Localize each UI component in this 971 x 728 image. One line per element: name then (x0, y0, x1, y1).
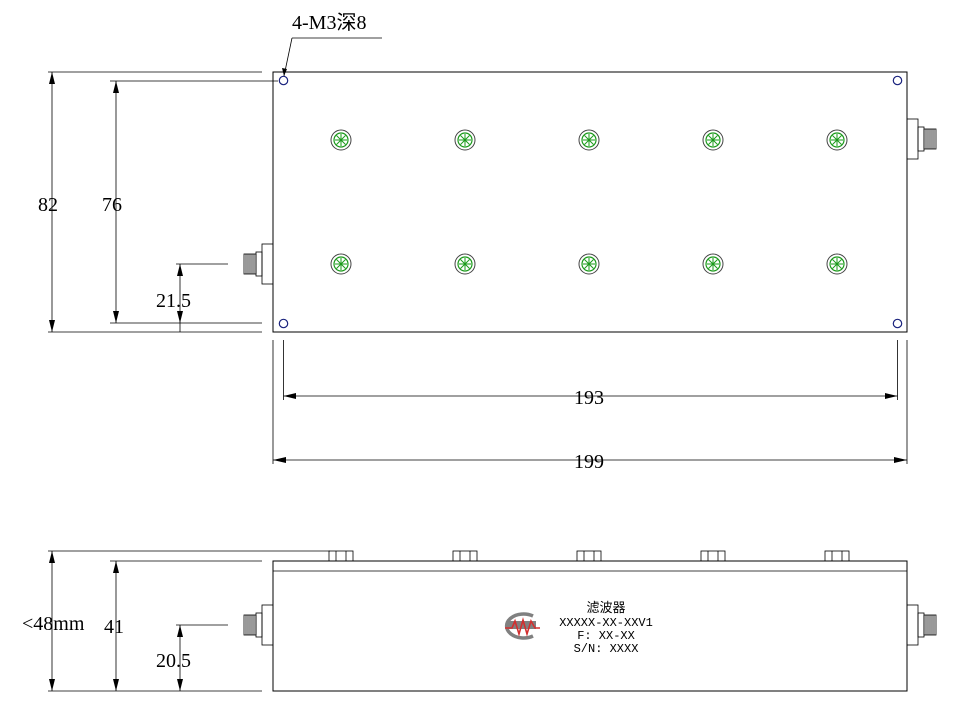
tuning-nut (824, 550, 850, 562)
dim-193-label: 193 (574, 387, 604, 409)
dim-199-label: 199 (574, 451, 604, 473)
side-view: 滤波器 XXXXX-XX-XXV1 F: XX-XX S/N: XXXX <48… (22, 550, 937, 692)
tuning-screw (330, 129, 352, 151)
sma-connector-right-side (906, 604, 937, 646)
tuning-screw (330, 253, 352, 275)
dim-21-5-label: 21.5 (156, 290, 191, 312)
tuning-nut (452, 550, 478, 562)
tuning-screw (702, 253, 724, 275)
dim-side-height-max: <48mm (22, 551, 85, 691)
tuning-screws (330, 129, 848, 275)
sma-connector-left (243, 243, 274, 285)
sma-connector-right (906, 118, 937, 160)
dim-hole-spacing: 193 (283, 387, 898, 409)
tuning-screw (826, 253, 848, 275)
tuning-nut (328, 550, 354, 562)
top-view: 4-M3深8 82 76 21.5 (38, 11, 937, 473)
tuning-screw (454, 129, 476, 151)
dim-76-label: 76 (102, 194, 122, 216)
mount-hole (278, 318, 289, 329)
nameplate: 滤波器 XXXXX-XX-XXV1 F: XX-XX S/N: XXXX (559, 601, 653, 656)
nameplate-title: 滤波器 (586, 601, 625, 616)
mount-hole (278, 75, 289, 86)
dim-connector-offset-side: 20.5 (156, 625, 191, 691)
tuning-screw (702, 129, 724, 151)
dim-82-label: 82 (38, 194, 58, 216)
nameplate-frequency: F: XX-XX (577, 629, 635, 643)
filter-body-top (272, 71, 908, 333)
dim-20-5-label: 20.5 (156, 650, 191, 672)
dim-48-label: <48mm (22, 613, 85, 635)
dim-41-label: 41 (104, 616, 124, 638)
tuning-screw (578, 253, 600, 275)
sma-connector-left-side (243, 604, 274, 646)
tuning-nuts (328, 550, 850, 562)
dim-side-height: 41 (104, 561, 124, 691)
dim-connector-offset-top: 21.5 (156, 264, 191, 332)
tuning-nut (700, 550, 726, 562)
mount-hole (892, 318, 903, 329)
company-logo (504, 612, 540, 640)
dim-length: 199 (273, 451, 907, 473)
tuning-screw (578, 129, 600, 151)
mount-holes (278, 75, 903, 329)
nameplate-model: XXXXX-XX-XXV1 (559, 616, 653, 630)
hole-callout: 4-M3深8 (282, 11, 382, 77)
hole-callout-text: 4-M3深8 (292, 11, 366, 34)
tuning-screw (454, 253, 476, 275)
nameplate-serial: S/N: XXXX (574, 642, 639, 656)
tuning-nut (576, 550, 602, 562)
mount-hole (892, 75, 903, 86)
tuning-screw (826, 129, 848, 151)
dim-height-outer: 82 (38, 72, 58, 332)
dim-height-holes: 76 (102, 81, 122, 323)
